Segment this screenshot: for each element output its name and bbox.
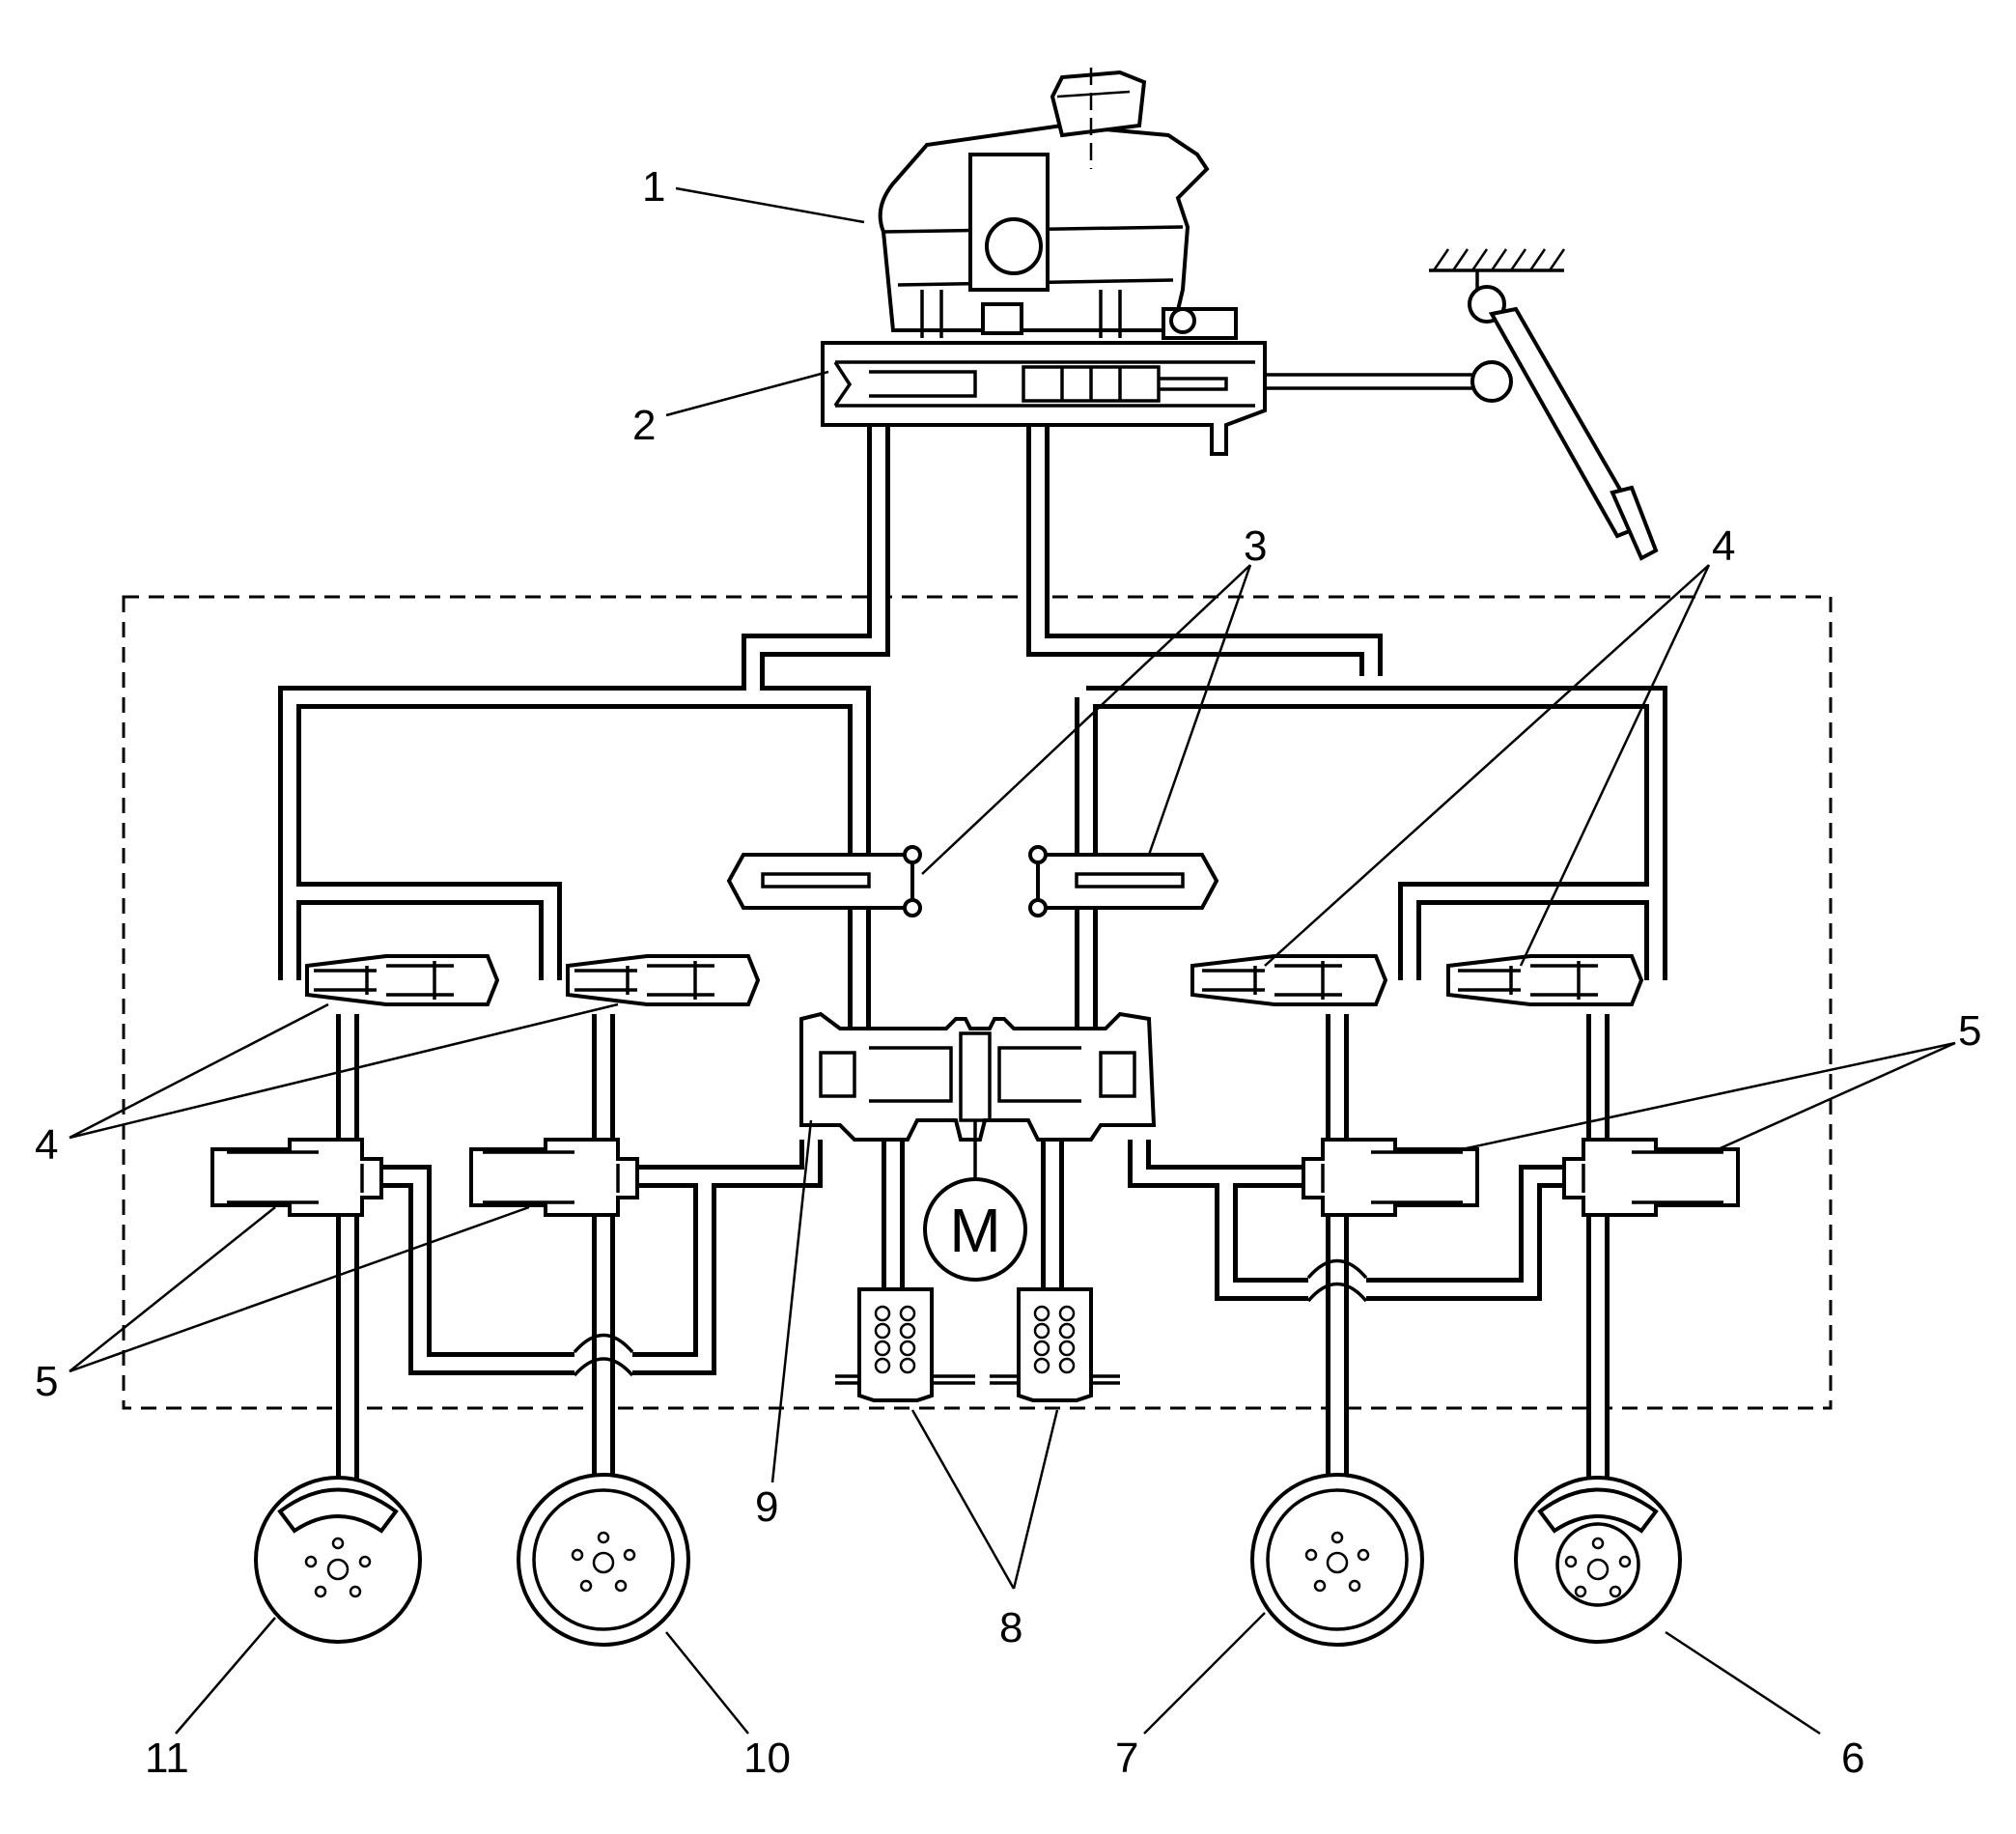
callout-11: 11 xyxy=(145,1735,189,1782)
isolation-valve-right-icon xyxy=(1028,845,1219,917)
callout-1: 1 xyxy=(642,163,665,211)
accumulator-spring-icon xyxy=(835,1287,975,1402)
callout-labels: 1 2 3 4 4 5 5 6 7 8 9 10 11 xyxy=(35,163,1981,1782)
callout-6: 6 xyxy=(1841,1735,1864,1782)
callout-7: 7 xyxy=(1115,1735,1138,1782)
outlet-valve-icon xyxy=(1562,1138,1740,1217)
pump-motor-icon: M xyxy=(923,1177,1027,1282)
callout-9: 9 xyxy=(755,1483,778,1531)
pump-assembly-icon xyxy=(799,1011,1157,1188)
leader-lines xyxy=(69,186,1956,1735)
callout-8: 8 xyxy=(999,1604,1022,1651)
disc-brake-icon xyxy=(1514,1476,1682,1644)
disc-brake-icon xyxy=(254,1476,422,1644)
inlet-valve-icon xyxy=(305,954,500,1006)
brake-pedal-icon xyxy=(1429,248,1659,561)
outlet-valve-icon xyxy=(210,1138,383,1217)
drum-brake-icon xyxy=(517,1473,690,1647)
callout-3: 3 xyxy=(1244,522,1267,570)
brake-lines xyxy=(278,417,1667,1487)
callout-4-left: 4 xyxy=(35,1121,58,1169)
master-cylinder-icon xyxy=(821,341,1472,456)
drum-brake-icon xyxy=(1250,1473,1424,1647)
outlet-valve-icon xyxy=(1302,1138,1479,1217)
inlet-valve-icon xyxy=(1446,954,1644,1006)
callout-2: 2 xyxy=(632,402,656,449)
accumulator-spring-icon xyxy=(990,1287,1120,1402)
callout-5-right: 5 xyxy=(1958,1007,1981,1055)
fluid-reservoir-icon xyxy=(878,68,1238,340)
callout-4-right: 4 xyxy=(1712,522,1735,570)
hydraulic-modulator-boundary xyxy=(122,595,1833,1410)
motor-label: M xyxy=(949,1196,1000,1265)
isolation-valve-left-icon xyxy=(726,845,922,917)
outlet-valve-icon xyxy=(469,1138,639,1217)
inlet-valve-icon xyxy=(566,954,761,1006)
callout-5-left: 5 xyxy=(35,1358,58,1405)
callout-10: 10 xyxy=(743,1735,791,1782)
inlet-valve-icon xyxy=(1190,954,1388,1006)
